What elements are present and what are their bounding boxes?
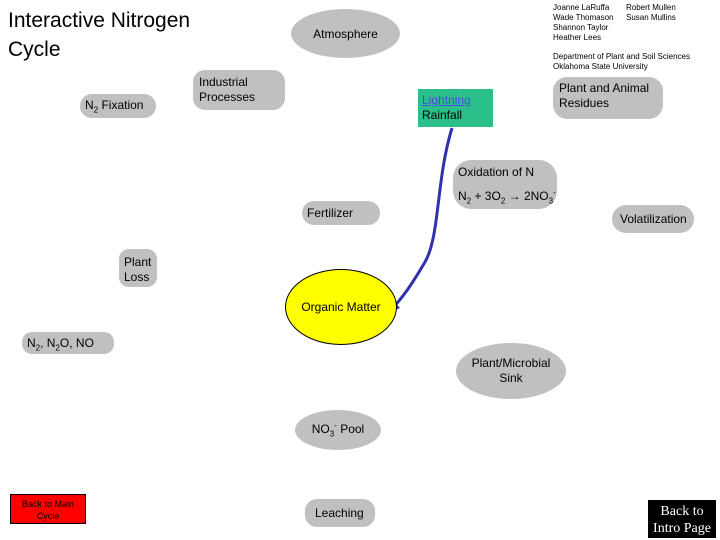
rainfall-label: Rainfall <box>422 108 463 122</box>
oxidation-equation: N2 + 3O2 → 2NO3- <box>458 188 556 206</box>
credits-col2: Robert Mullen Susan Mullins <box>626 3 676 23</box>
no3-pool-label: NO3- Pool <box>311 421 365 439</box>
industrial-processes-node[interactable]: Industrial Processes <box>193 70 285 110</box>
organic-matter-node[interactable]: Organic Matter <box>285 269 397 345</box>
leaching-node[interactable]: Leaching <box>305 499 375 527</box>
sink-label-line2: Sink <box>499 371 523 385</box>
plant-loss-line2: Loss <box>124 270 150 284</box>
volatilization-node[interactable]: Volatilization <box>612 205 694 233</box>
back-intro-line2: Intro Page <box>653 521 711 536</box>
atmosphere-node[interactable]: Atmosphere <box>291 9 400 58</box>
oxidation-node[interactable]: Oxidation of N N2 + 3O2 → 2NO3- <box>453 160 557 209</box>
arrow-line <box>389 127 454 312</box>
gaseous-losses-label: N2, N2O, NO <box>27 336 94 353</box>
university-name: Oklahoma State University <box>553 62 648 71</box>
back-intro-line1: Back to <box>660 504 704 519</box>
back-main-line2: Cycle <box>36 511 60 521</box>
no3-pool-node[interactable]: NO3- Pool <box>295 410 381 450</box>
credit-name: Joanne LaRuffa <box>553 3 610 12</box>
atmosphere-label: Atmosphere <box>313 26 378 41</box>
back-to-main-cycle-button[interactable]: Back to Main Cycle <box>10 494 86 524</box>
department-name: Department of Plant and Soil Sciences <box>553 52 690 61</box>
n2-fixation-label: N2 Fixation <box>85 98 144 115</box>
credit-name: Susan Mullins <box>626 13 676 22</box>
plant-microbial-sink-node[interactable]: Plant/Microbial Sink <box>456 343 566 399</box>
credit-name: Robert Mullen <box>626 3 676 12</box>
volatilization-label: Volatilization <box>620 212 687 226</box>
sink-label-line1: Plant/Microbial <box>471 356 551 370</box>
organic-matter-label: Organic Matter <box>301 300 381 314</box>
plant-loss-line1: Plant <box>124 255 152 269</box>
fertilizer-label: Fertilizer <box>307 206 354 220</box>
back-to-intro-page-button[interactable]: Back to Intro Page <box>648 500 716 538</box>
plant-animal-residues-node[interactable]: Plant and Animal Residues <box>553 77 663 119</box>
back-main-line1: Back to Main <box>21 499 75 509</box>
industrial-label-line2: Processes <box>199 90 256 104</box>
leaching-label: Leaching <box>315 506 364 520</box>
residues-label-line1: Plant and Animal <box>559 81 650 95</box>
residues-label-line2: Residues <box>559 96 610 110</box>
credit-name: Shannon Taylor <box>553 23 609 32</box>
gaseous-losses-node[interactable]: N2, N2O, NO <box>22 332 114 354</box>
industrial-label-line1: Industrial <box>199 75 248 89</box>
n2-fixation-node[interactable]: N2 Fixation <box>80 94 156 118</box>
department-credit: Department of Plant and Soil Sciences Ok… <box>553 52 690 72</box>
credit-name: Heather Lees <box>553 33 602 42</box>
oxidation-title: Oxidation of N <box>458 165 535 179</box>
credits-col1: Joanne LaRuffa Wade Thomason Shannon Tay… <box>553 3 613 43</box>
credit-name: Wade Thomason <box>553 13 614 22</box>
plant-loss-node[interactable]: Plant Loss <box>119 249 157 287</box>
lightning-link[interactable]: Lightning <box>422 93 471 107</box>
lightning-rainfall-node[interactable]: Lightning Rainfall <box>418 89 493 127</box>
fertilizer-node[interactable]: Fertilizer <box>302 201 380 225</box>
page-title: Interactive Nitrogen Cycle <box>8 9 191 61</box>
